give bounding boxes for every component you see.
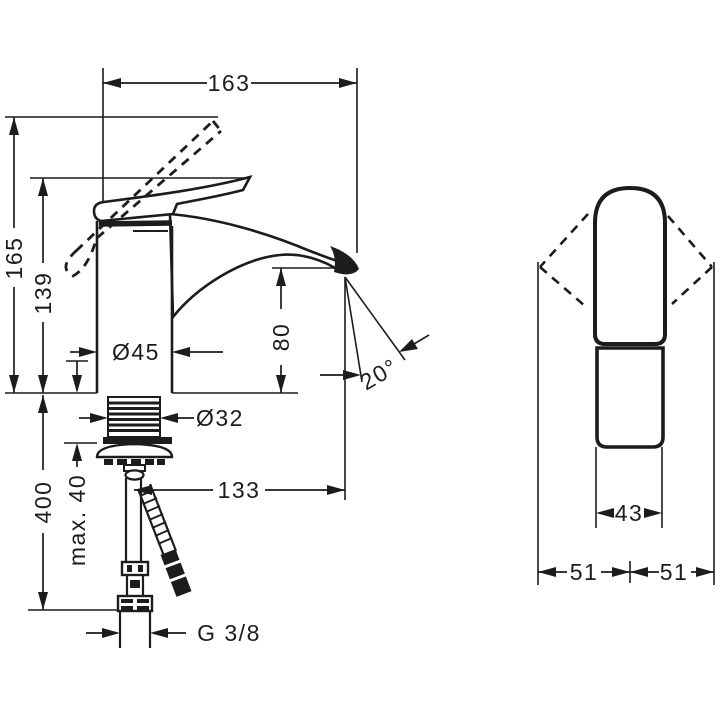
- dim-label-51-right: 51: [660, 559, 689, 585]
- dimension-overall-depth-163: 163: [102, 68, 358, 253]
- dimension-body-width-43: 43: [596, 500, 662, 526]
- threaded-shank: [107, 396, 161, 438]
- connection-pipe: [116, 560, 154, 648]
- faucet-side-view: [537, 185, 715, 585]
- dim-label-163: 163: [208, 70, 251, 96]
- spout-outline: [168, 212, 358, 321]
- hose-end-fitting: [160, 549, 192, 597]
- dim-label-400: 400: [30, 481, 56, 524]
- flexible-supply-hose: [136, 483, 192, 597]
- lever-handle: [92, 174, 253, 223]
- dim-label-80: 80: [268, 323, 294, 352]
- handle-swing-envelope-dashed: [539, 213, 713, 307]
- dimension-spout-reach-133: 133: [134, 477, 345, 503]
- riser-pipe: [124, 478, 143, 562]
- dim-label-165: 165: [1, 237, 27, 280]
- dimension-thread-g38: G 3/8: [86, 620, 261, 646]
- dimension-height-lever-139: 139: [30, 177, 248, 393]
- dim-label-43: 43: [615, 500, 644, 526]
- side-body-outline: [595, 346, 665, 449]
- faucet-front-view: [64, 119, 359, 648]
- dim-label-51-left: 51: [570, 559, 599, 585]
- dimension-shank-diameter-32: Ø32: [79, 405, 244, 431]
- dim-label-g38: G 3/8: [197, 620, 261, 646]
- dimension-height-raised-165: 165: [1, 116, 218, 393]
- mounting-nut-assembly: [95, 437, 174, 481]
- handle-body-seam: [98, 220, 173, 227]
- spout-tip-aerator: [330, 246, 359, 275]
- side-handle-outline: [593, 185, 667, 346]
- dim-label-133: 133: [218, 477, 261, 503]
- dim-label-139: 139: [30, 272, 56, 315]
- dimension-spout-height-80: 80: [268, 267, 341, 393]
- dimension-half-widths-51-51: 51 51: [538, 559, 714, 585]
- dimension-stream-angle-20: 20°: [320, 276, 430, 500]
- dimension-max-mounting-40: max. 40: [64, 360, 97, 566]
- dim-label-diameter-32: Ø32: [196, 405, 244, 431]
- dim-label-diameter-45: Ø45: [112, 339, 160, 365]
- dim-label-20deg: 20°: [355, 353, 402, 395]
- dimension-hose-length-400: 400: [28, 395, 133, 611]
- dimension-body-diameter-45: Ø45: [70, 339, 223, 365]
- lever-raised-dashed: [64, 119, 223, 278]
- dim-label-max-40: max. 40: [64, 474, 90, 566]
